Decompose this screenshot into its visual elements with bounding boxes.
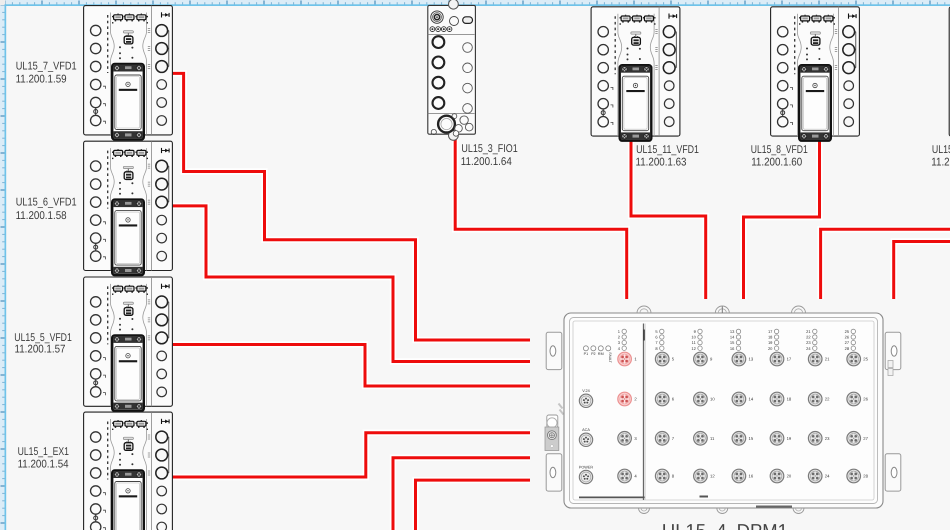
- svg-text:FAULT: FAULT: [608, 353, 612, 363]
- svg-text:12: 12: [710, 474, 715, 479]
- svg-text:11.200.1.61: 11.200.1.61: [931, 157, 950, 169]
- svg-text:7: 7: [672, 436, 675, 441]
- svg-text:28: 28: [863, 474, 868, 479]
- svg-text:10: 10: [710, 397, 715, 402]
- svg-text:17: 17: [787, 357, 792, 362]
- svg-text:V.24: V.24: [582, 389, 589, 393]
- svg-text:UL15_5_VFD1: UL15_5_VFD1: [14, 332, 72, 344]
- svg-text:11.200.1.63: 11.200.1.63: [636, 157, 687, 169]
- svg-text:1: 1: [634, 357, 637, 362]
- svg-text:27: 27: [845, 340, 850, 345]
- svg-text:RM: RM: [598, 352, 604, 356]
- svg-text:P2: P2: [591, 352, 596, 356]
- svg-text:15: 15: [749, 436, 754, 441]
- svg-text:9: 9: [694, 329, 697, 334]
- svg-text:11.200.1.57: 11.200.1.57: [15, 344, 66, 356]
- svg-text:22: 22: [825, 397, 830, 402]
- svg-text:13: 13: [730, 329, 735, 334]
- svg-text:3: 3: [634, 436, 637, 441]
- svg-text:23: 23: [806, 340, 811, 345]
- svg-text:11.200.1.60: 11.200.1.60: [751, 157, 802, 169]
- svg-text:23: 23: [825, 436, 830, 441]
- svg-text:25: 25: [863, 357, 868, 362]
- svg-text:11: 11: [692, 340, 697, 345]
- svg-text:3: 3: [618, 340, 621, 345]
- svg-text:19: 19: [787, 436, 792, 441]
- svg-text:17: 17: [768, 329, 773, 334]
- svg-text:UL15_3_FIO1: UL15_3_FIO1: [461, 143, 517, 155]
- svg-text:18: 18: [787, 397, 792, 402]
- svg-text:27: 27: [863, 436, 868, 441]
- svg-text:20: 20: [787, 474, 792, 479]
- svg-text:11.200.1.59: 11.200.1.59: [16, 74, 67, 86]
- svg-text:5: 5: [655, 329, 658, 334]
- svg-text:14: 14: [730, 335, 735, 340]
- svg-text:16: 16: [730, 346, 735, 351]
- svg-text:11.200.1.58: 11.200.1.58: [16, 210, 67, 222]
- svg-text:UL15_11_VFD1: UL15_11_VFD1: [636, 144, 699, 156]
- svg-text:11.200.1.54: 11.200.1.54: [18, 459, 69, 471]
- svg-text:15: 15: [730, 340, 735, 345]
- svg-text:UL15_6_VFD1: UL15_6_VFD1: [16, 197, 77, 209]
- svg-text:6: 6: [655, 335, 658, 340]
- svg-text:1: 1: [618, 329, 621, 334]
- svg-text:25: 25: [845, 329, 850, 334]
- svg-text:2: 2: [618, 335, 621, 340]
- svg-text:22: 22: [806, 335, 811, 340]
- svg-text:10: 10: [691, 335, 696, 340]
- svg-text:12: 12: [691, 346, 696, 351]
- svg-text:4: 4: [634, 474, 637, 479]
- svg-text:16: 16: [749, 474, 754, 479]
- svg-text:ACA: ACA: [582, 428, 590, 432]
- svg-text:UL15_4_DPM1: UL15_4_DPM1: [662, 521, 788, 530]
- svg-text:7: 7: [655, 340, 658, 345]
- svg-text:5: 5: [672, 357, 675, 362]
- svg-text:13: 13: [749, 357, 754, 362]
- svg-text:UL15_9_VFD1: UL15_9_VFD1: [932, 144, 950, 156]
- svg-text:8: 8: [655, 346, 658, 351]
- svg-text:21: 21: [806, 329, 811, 334]
- svg-text:14: 14: [749, 397, 754, 402]
- svg-text:26: 26: [845, 335, 850, 340]
- svg-text:24: 24: [825, 474, 830, 479]
- svg-text:4: 4: [618, 346, 621, 351]
- svg-text:2: 2: [634, 397, 637, 402]
- svg-text:26: 26: [863, 397, 868, 402]
- svg-text:20: 20: [768, 346, 773, 351]
- svg-text:18: 18: [768, 335, 773, 340]
- svg-text:6: 6: [672, 397, 675, 402]
- svg-text:P1: P1: [584, 352, 589, 356]
- svg-text:11.200.1.64: 11.200.1.64: [461, 156, 512, 168]
- svg-text:24: 24: [806, 346, 811, 351]
- svg-text:21: 21: [825, 357, 830, 362]
- svg-text:8: 8: [672, 474, 675, 479]
- svg-text:UL15_1_EX1: UL15_1_EX1: [18, 446, 69, 458]
- svg-text:9: 9: [710, 357, 713, 362]
- svg-text:UL15_7_VFD1: UL15_7_VFD1: [16, 60, 77, 72]
- svg-text:28: 28: [845, 346, 850, 351]
- svg-text:POWER: POWER: [579, 465, 594, 469]
- svg-text:19: 19: [768, 340, 773, 345]
- svg-text:UL15_8_VFD1: UL15_8_VFD1: [751, 144, 808, 156]
- svg-text:11: 11: [710, 436, 715, 441]
